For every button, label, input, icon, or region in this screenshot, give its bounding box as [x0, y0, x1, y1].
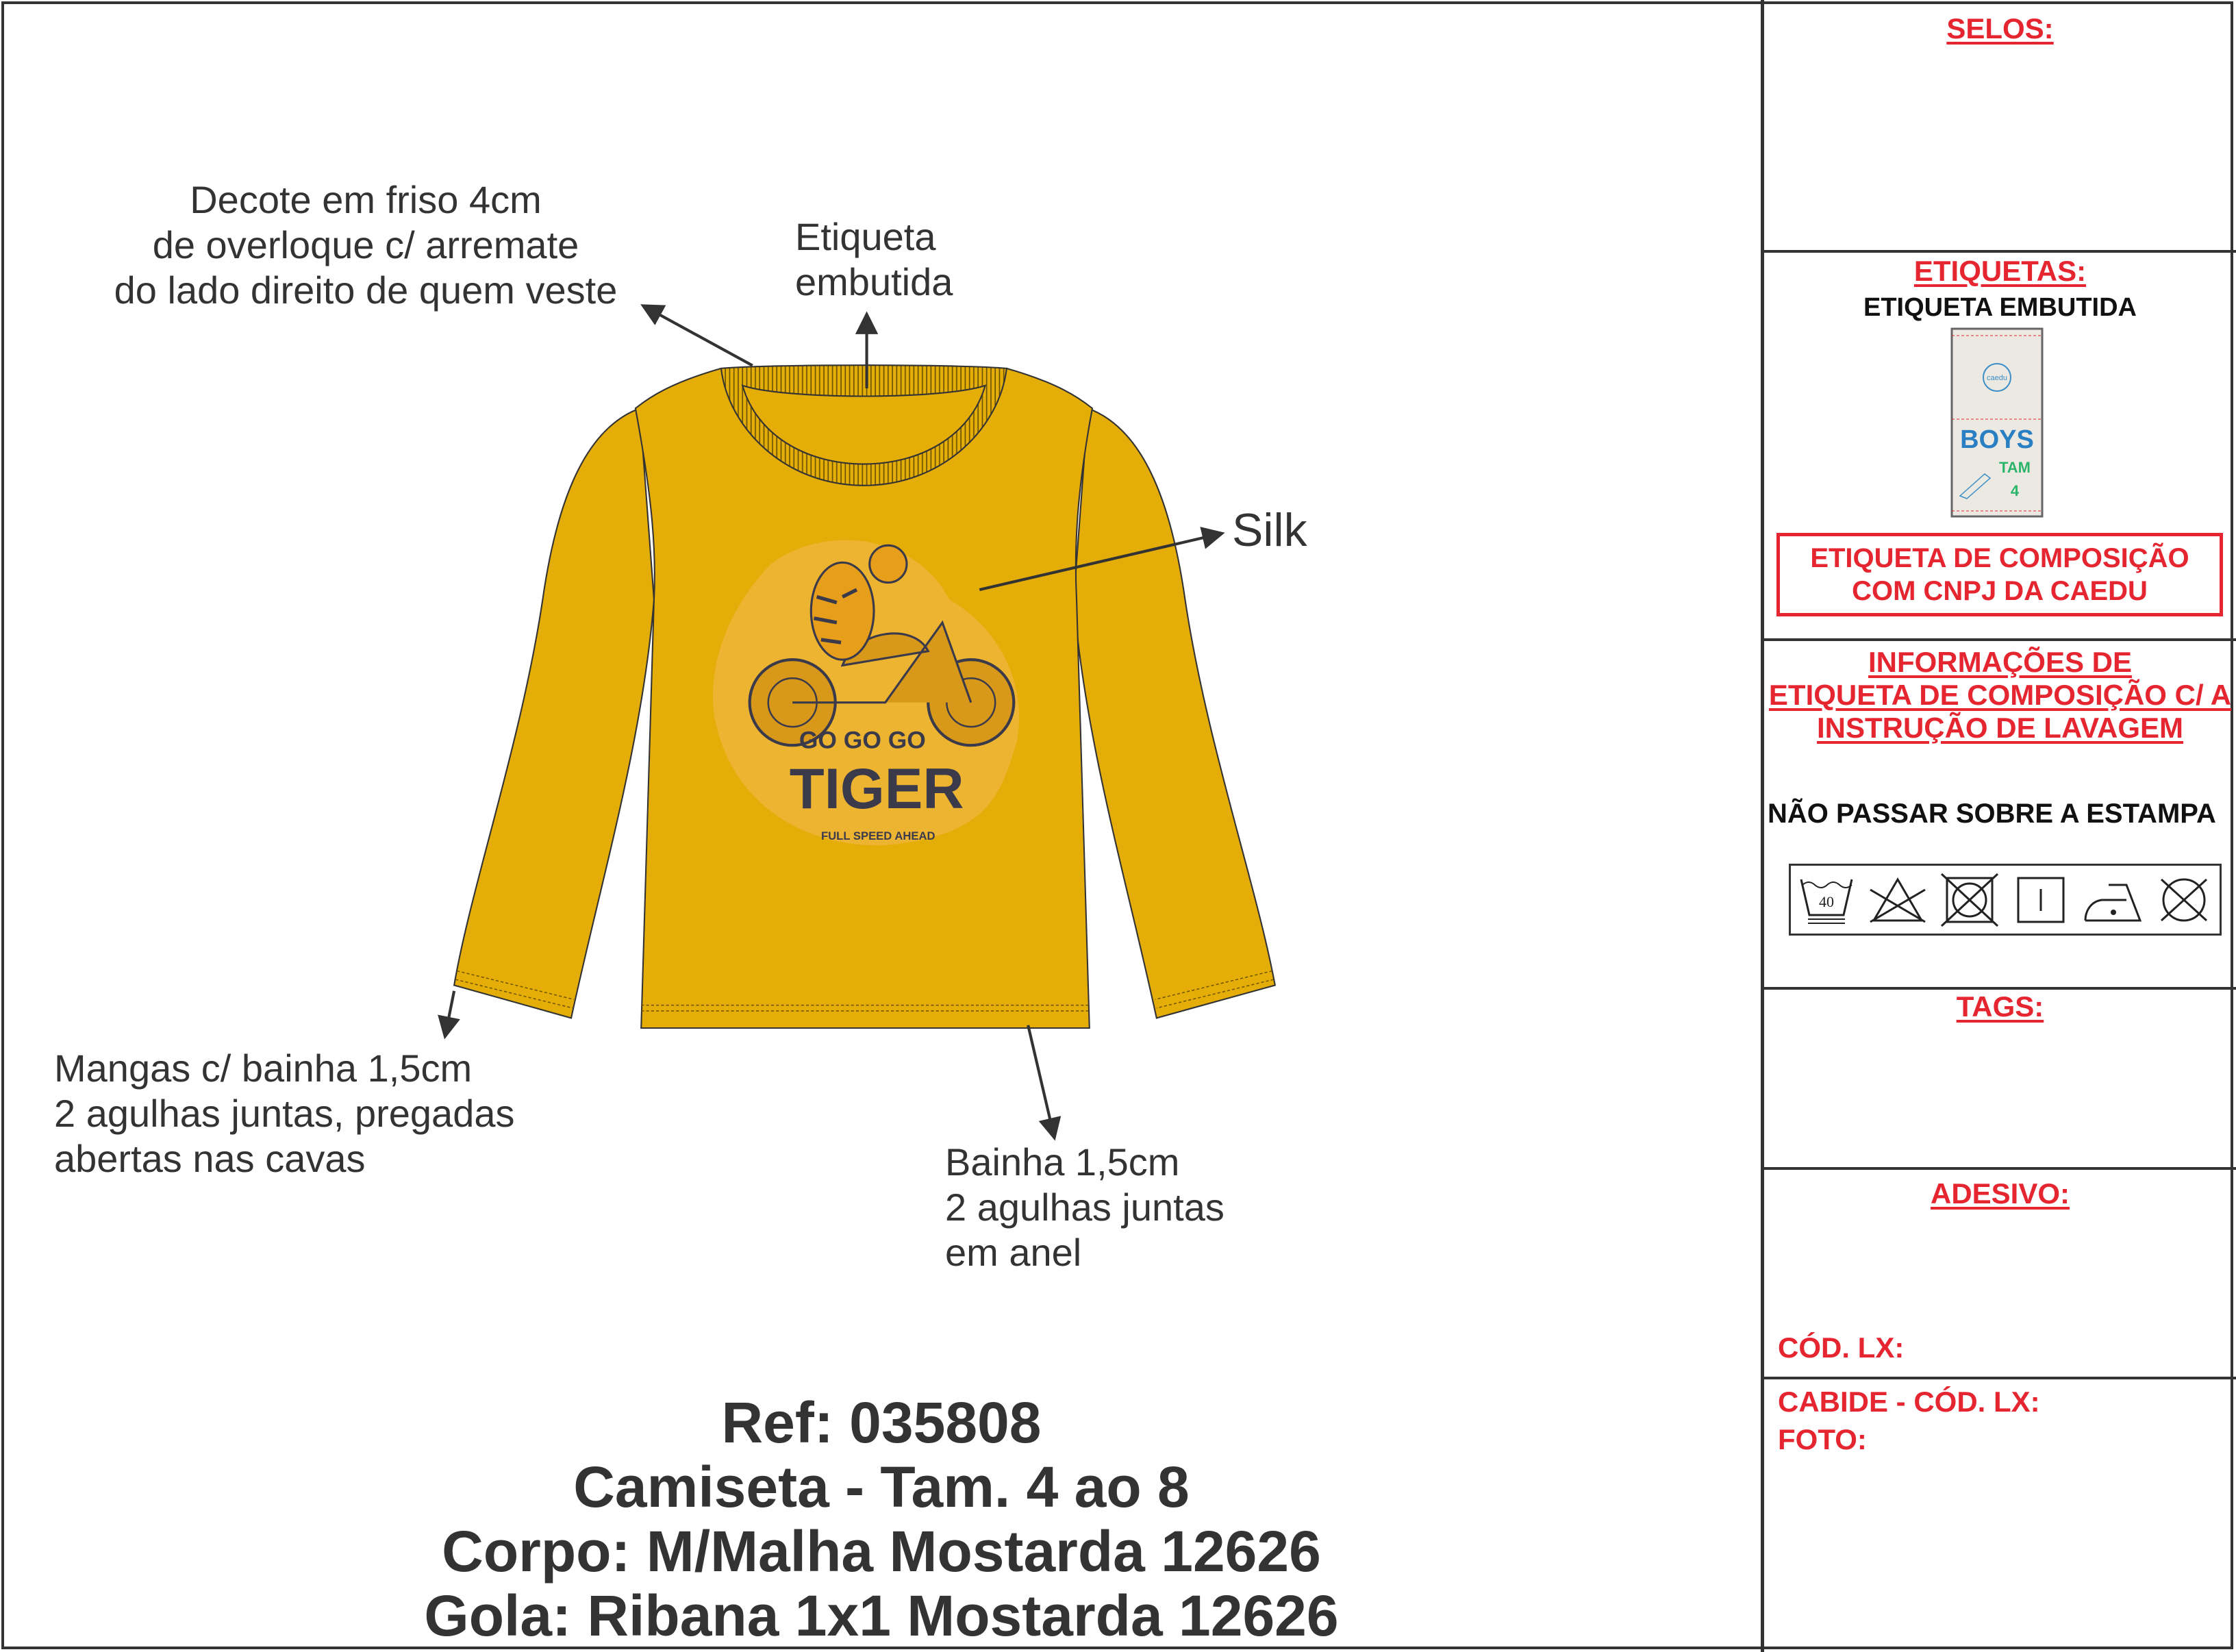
label-brand: caedu [1987, 374, 2007, 382]
print-go-text: GO GO GO [799, 726, 926, 753]
note-line: embutida [795, 260, 953, 303]
label-size: 4 [2011, 482, 2020, 499]
arrow-sleeve [438, 990, 460, 1040]
right-sleeve [1072, 407, 1277, 1019]
warning-text: NÃO PASSAR SOBRE A ESTAMPA [1768, 799, 2216, 829]
arrow-silk [979, 527, 1225, 592]
heading-selos: SELOS: [1946, 12, 2054, 45]
note-line: 2 agulhas juntas, pregadas [54, 1092, 515, 1135]
brand-logo-icon [1983, 363, 2011, 392]
care-symbols: 40 [1789, 864, 2222, 936]
note-line: abertas nas cavas [54, 1137, 366, 1180]
product-collar-fabric: Gola: Ribana 1x1 Mostarda 12626 [424, 1584, 1339, 1648]
note-line: em anel [945, 1231, 1082, 1274]
no-tumble-dry-icon [1940, 873, 1998, 927]
heading-info: INFORMAÇÕES DE ETIQUETA DE COMPOSIÇÃO C/… [1764, 646, 2236, 744]
iron-low-icon [2084, 884, 2142, 921]
rocket-icon [1959, 473, 1992, 499]
composition-line: ETIQUETA DE COMPOSIÇÃO [1810, 543, 2189, 573]
note-line: Decote em friso 4cm [190, 178, 542, 221]
note-line: Mangas c/ bainha 1,5cm [54, 1047, 473, 1090]
divider-adesivo [1764, 1377, 2236, 1379]
note-line: do lado direito de quem veste [114, 268, 618, 312]
product-body-fabric: Corpo: M/Malha Mostarda 12626 [442, 1519, 1321, 1584]
foto-label: FOTO: [1778, 1423, 1867, 1455]
product-name: Camiseta - Tam. 4 ao 8 [573, 1455, 1190, 1519]
note-silk: Silk [1232, 504, 1307, 556]
product-info: Ref: 035808 Camiseta - Tam. 4 ao 8 Corpo… [424, 1390, 1338, 1648]
label-line: BOYS [1960, 425, 2034, 454]
arrow-hem [1027, 1025, 1062, 1141]
divider-etiquetas [1764, 638, 2236, 641]
note-label: Etiqueta embutida [795, 214, 953, 305]
silk-print: GO GO GO TIGER FULL SPEED AHEAD [712, 540, 1020, 846]
print-tagline-text: FULL SPEED AHEAD [821, 829, 935, 842]
callout-arrows [438, 304, 1225, 1141]
note-line: de overloque c/ arremate [152, 223, 579, 266]
divider-selos [1764, 250, 2236, 253]
note-line: 2 agulhas juntas [945, 1186, 1224, 1229]
heading-tags: TAGS: [1956, 990, 2044, 1023]
etiqueta-embutida-text: ETIQUETA EMBUTIDA [1863, 293, 2137, 322]
divider-tags [1764, 1167, 2236, 1170]
woven-label-image: caedu BOYS TAM 4 [1950, 327, 2044, 518]
info-line: ETIQUETA DE COMPOSIÇÃO C/ A [1768, 679, 2232, 711]
cod-lx-label: CÓD. LX: [1778, 1331, 1905, 1364]
note-neckline: Decote em friso 4cm de overloque c/ arre… [114, 177, 618, 313]
info-line: INSTRUÇÃO DE LAVAGEM [1816, 712, 2184, 744]
no-bleach-icon [1870, 877, 1926, 923]
note-sleeves: Mangas c/ bainha 1,5cm 2 agulhas juntas,… [54, 1046, 515, 1181]
composition-label-box: ETIQUETA DE COMPOSIÇÃO COM CNPJ DA CAEDU [1776, 533, 2223, 616]
heading-adesivo: ADESIVO: [1930, 1177, 2070, 1210]
note-line: Bainha 1,5cm [945, 1140, 1180, 1184]
product-ref: Ref: 035808 [721, 1390, 1042, 1455]
wash-40-icon: 40 [1800, 879, 1853, 924]
label-size-label: TAM [1999, 459, 2031, 476]
arrow-neckline [640, 304, 753, 367]
note-line: Etiqueta [795, 215, 936, 258]
heading-etiquetas: ETIQUETAS: [1913, 255, 2087, 287]
composition-line: COM CNPJ DA CAEDU [1852, 576, 2148, 606]
cabide-cod-lx-label: CABIDE - CÓD. LX: [1778, 1386, 2040, 1418]
left-sleeve [453, 407, 655, 1019]
info-line: INFORMAÇÕES DE [1868, 646, 2132, 678]
wash-temp: 40 [1819, 893, 1834, 910]
tiger [809, 561, 875, 661]
note-hem: Bainha 1,5cm 2 agulhas juntas em anel [945, 1140, 1224, 1275]
line-dry-icon [2017, 877, 2065, 923]
no-dry-clean-icon [2160, 878, 2207, 921]
rib-collar [720, 364, 1008, 486]
print-tiger-text: TIGER [790, 757, 964, 821]
panel-divider [1761, 0, 1764, 1652]
divider-info [1764, 987, 2236, 990]
